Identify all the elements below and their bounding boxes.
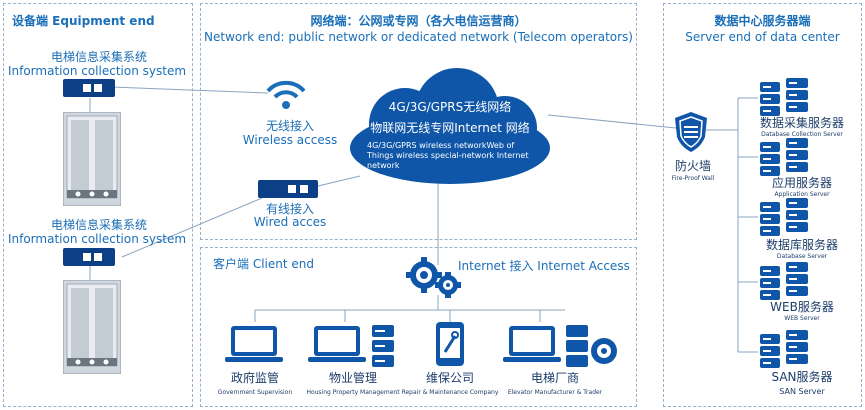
collector-device-icon <box>63 79 115 97</box>
client-sub-maintenance: Repair & Maintenance Company <box>401 389 499 396</box>
wireless-label-en: Wireless access <box>242 133 338 147</box>
cloud-description: 4G/3G/GPRS wireless networkWeb of Things… <box>367 141 529 170</box>
collector-label-cn-2: 电梯信息采集系统 <box>50 218 147 232</box>
server-title-cn: 数据中心服务器端 <box>714 14 811 28</box>
cloud-line-1: 4G/3G/GPRS无线网络 <box>388 100 512 114</box>
server-label-application: 应用服务器 <box>771 176 832 190</box>
laptop-icon <box>308 326 366 362</box>
network-title-cn: 网络端：公网或专网（各大电信运营商） <box>310 14 527 28</box>
client-label-maintenance: 维保公司 <box>425 371 474 385</box>
laptop-icon <box>225 326 283 362</box>
wireless-label-cn: 无线接入 <box>265 119 314 133</box>
client-title: 客户端 Client end <box>213 257 314 271</box>
server-sub-collection: Database Collection Server <box>761 131 843 138</box>
wired-device-icon <box>258 180 318 198</box>
gear-icon <box>406 257 461 298</box>
client-panel <box>200 247 637 407</box>
client-label-property: 物业管理 <box>328 371 377 385</box>
server-label-san: SAN服务器 <box>771 370 833 384</box>
phone-tools-icon <box>436 322 464 366</box>
client-label-government: 政府监管 <box>230 371 279 385</box>
server-label-collection: 数据采集服务器 <box>759 116 844 130</box>
collector-label-en-1: Information collection system <box>7 64 187 78</box>
server-label-database: 数据库服务器 <box>765 238 838 252</box>
server-rack-icon <box>760 198 808 236</box>
collector-device-icon <box>63 248 115 266</box>
server-rack-icon <box>760 78 808 116</box>
server-panel <box>663 3 862 407</box>
client-sub-government: Government Supervision <box>217 389 293 396</box>
laptop-icon <box>503 326 561 362</box>
equipment-title: 设备端 Equipment end <box>12 14 155 28</box>
wireless-icon <box>266 80 306 109</box>
firewall-shield-icon <box>675 112 707 152</box>
cloud-line-2: 物联网无线专网Internet 网络 <box>370 121 530 135</box>
internet-access-label: Internet 接入 Internet Access <box>458 259 630 273</box>
collector-label-en-2: Information collection system <box>7 232 187 246</box>
elevator-icon <box>63 280 121 374</box>
elevator-icon <box>63 112 121 206</box>
server-gear-icon <box>566 325 617 367</box>
server-rack-icon <box>760 330 808 368</box>
firewall-label: 防火墙 <box>674 159 711 173</box>
cloud-icon <box>350 68 550 184</box>
firewall-sub: Fire-Proof Wall <box>671 175 715 182</box>
server-rack-icon <box>760 262 808 300</box>
server-stack-icon <box>372 325 394 367</box>
wired-label-cn: 有线接入 <box>265 202 314 216</box>
server-label-web: WEB服务器 <box>770 300 834 314</box>
server-title-en: Server end of data center <box>685 30 840 44</box>
client-label-manufacturer: 电梯厂商 <box>530 371 579 385</box>
wired-label-en: Wired acces <box>253 215 327 229</box>
network-title-en: Network end: public network or dedicated… <box>204 30 633 44</box>
server-sub-san: SAN Server <box>779 387 825 396</box>
network-panel <box>200 3 637 240</box>
server-rack-icon <box>760 138 808 176</box>
server-sub-application: Application Server <box>774 191 830 198</box>
equipment-panel <box>3 3 193 407</box>
client-sub-property: Housing Property Management <box>306 389 400 396</box>
server-sub-web: WEB Server <box>784 315 820 322</box>
client-sub-manufacturer: Elevator Manufacturer & Trader <box>507 389 603 396</box>
server-sub-database: Database Server <box>776 253 828 260</box>
collector-label-cn-1: 电梯信息采集系统 <box>50 50 147 64</box>
